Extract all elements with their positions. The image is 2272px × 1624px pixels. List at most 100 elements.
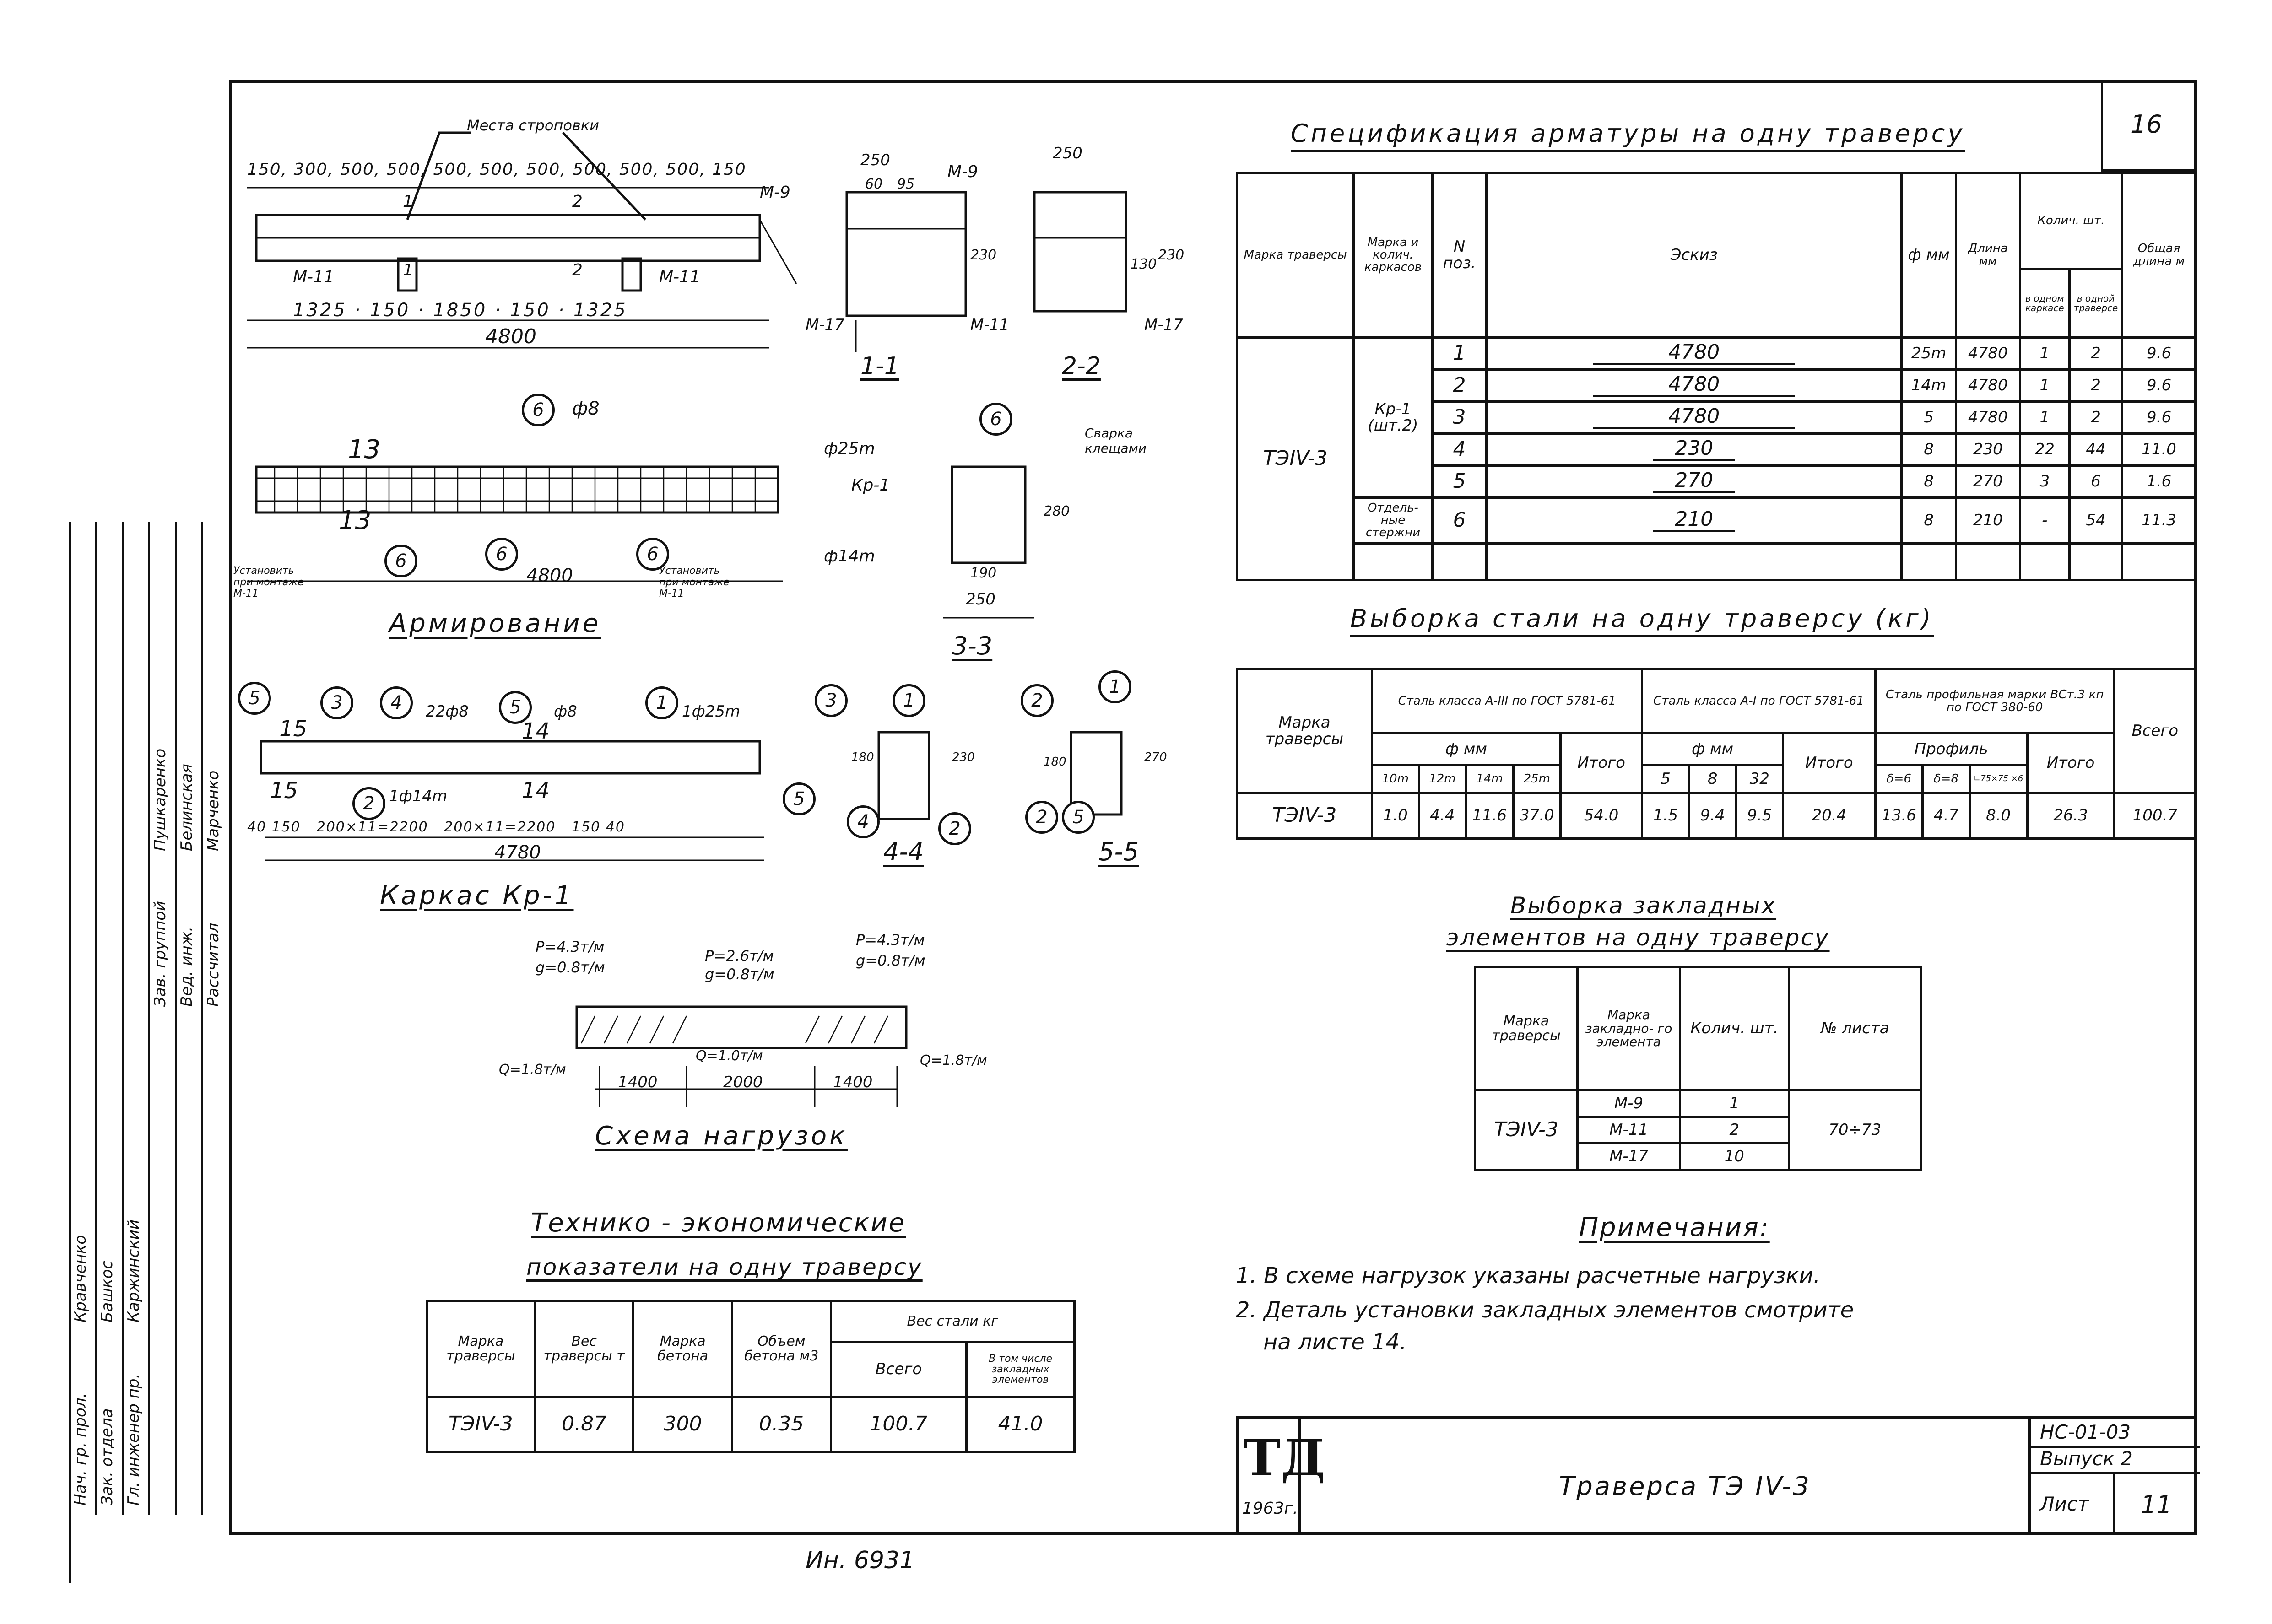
spec-sketch: 230 (1653, 437, 1736, 462)
spec-row: 3 4780 5 4780 1 2 9.6 (1237, 400, 2197, 435)
spec-dia: 5 (1900, 400, 1957, 435)
spec-dia: 8 (1900, 496, 1957, 545)
sec55-pos-5: 5 (1062, 801, 1095, 834)
econ-v: 100.7 (829, 1396, 968, 1453)
sec11-dim: 95 (897, 176, 915, 192)
steel-a3-v: 1.0 (1370, 792, 1420, 840)
spec-row: Отдель- ные стержни 6 210 8 210 - 54 11.… (1237, 496, 2197, 545)
steel-h-a3-d: 14m (1465, 764, 1515, 794)
spec-n2: 2 (2068, 336, 2124, 371)
elev-mark: М-9 (760, 183, 790, 202)
title-code-cell: НС-01-03 (2031, 1419, 2200, 1448)
sec33-label: 3-3 (952, 631, 993, 660)
emb-qty: 10 (1678, 1142, 1790, 1171)
spec-len: 4780 (1954, 368, 2021, 403)
note-3: на листе 14. (1263, 1329, 1407, 1355)
frame-top: 22ф8 (426, 702, 469, 721)
spec-dia: 8 (1900, 432, 1957, 467)
econ-v: 0.87 (533, 1396, 635, 1453)
signature-sidebar: Нач. гр. прол. Зак. отдела Гл. инженер п… (69, 522, 229, 1515)
section-4-4 (877, 731, 930, 820)
load-q-left: Q=1.8т/м (499, 1062, 566, 1078)
sec44-pos-3: 3 (815, 684, 848, 717)
steel-a3-total: 54.0 (1559, 792, 1644, 840)
spec-h-qty: Колич. шт. (2018, 172, 2124, 270)
steel-h-a1-d: 32 (1735, 764, 1784, 794)
emb-h-qty: Колич. шт. (1678, 966, 1790, 1091)
spec-total: 1.6 (2121, 464, 2197, 499)
title-block: ТД 1963г. Траверса ТЭ IV-3 НС-01-03 Выпу… (1236, 1416, 2200, 1535)
sec44-pos-1: 1 (893, 684, 925, 717)
sec44-label: 4-4 (883, 837, 924, 866)
econ-v: 41.0 (965, 1396, 1076, 1453)
steel-prof-total: 26.3 (2026, 792, 2115, 840)
load-scheme-beam (575, 1005, 908, 1049)
spec-h-dia: ф мм (1900, 172, 1957, 339)
spec-h-qty-traverse: в одной траверсе (2068, 268, 2124, 339)
load-p2: Р=2.6т/м (705, 947, 774, 965)
spec-total: 11.3 (2121, 496, 2197, 545)
spec-n1: 1 (2018, 336, 2071, 371)
sec11-mark: М-9 (947, 162, 978, 181)
load-label: Схема нагрузок (595, 1121, 848, 1151)
steel-a1-v: 1.5 (1641, 792, 1690, 840)
sec11-dim: 60 (865, 176, 883, 192)
steel-a1-v: 9.4 (1688, 792, 1737, 840)
load-g3: g=0.8т/м (856, 952, 925, 969)
emb-qty: 2 (1678, 1116, 1790, 1144)
spec-pos: 2 (1431, 368, 1488, 403)
sec55-dim: 270 (1144, 750, 1167, 764)
steel-h-a3-d: 12m (1417, 764, 1467, 794)
sheet-number-top: 16 (2131, 110, 2162, 139)
elev-bottom-dims: 1325 · 150 · 1850 · 150 · 1325 (293, 300, 628, 321)
sec55-dim: 180 (1044, 755, 1066, 769)
load-g2: g=0.8т/м (705, 966, 774, 983)
sec33-dim: 280 (1044, 503, 1070, 519)
spec-len: 4780 (1954, 336, 2021, 371)
elev-mark: 1 (403, 261, 413, 280)
embedded-title-2: элементов на одну траверсу (1446, 924, 1830, 951)
emb-mark: М-17 (1576, 1142, 1681, 1171)
arm-pos-6: 6 (384, 545, 417, 577)
spec-total: 9.6 (2121, 400, 2197, 435)
frame-top: ф8 (554, 702, 577, 721)
spec-total: 9.6 (2121, 368, 2197, 403)
sec44-dim: 230 (952, 750, 975, 764)
sec11-mark: М-17 (806, 316, 844, 334)
steel-h-a1-itogo: Итого (1782, 732, 1877, 794)
frame-pos-1: 1 (645, 686, 678, 719)
arm-note: Установить при монтаже М-11 (233, 565, 304, 599)
arm-label: Армирование (389, 609, 601, 638)
spec-table: Марка траверсы Марка и колич. каркасов N… (1235, 172, 2197, 581)
frame-section: 14 (522, 778, 550, 804)
steel-h-a1-dia: ф мм (1641, 732, 1784, 766)
spec-pos: 1 (1431, 336, 1488, 371)
steel-table: Марка траверсы Сталь класса А-III по ГОС… (1236, 668, 2197, 840)
note-1: 1. В схеме нагрузок указаны расчетные на… (1236, 1263, 1820, 1289)
sec55-label: 5-5 (1098, 837, 1139, 866)
steel-total: 100.7 (2113, 792, 2197, 840)
embedded-title-1: Выборка закладных (1510, 892, 1777, 919)
sec33-bar: ф25m (824, 439, 875, 458)
frame-section: 14 (522, 718, 550, 744)
title-sheet-cell: Лист 11 (2031, 1472, 2200, 1535)
steel-h-prof-itogo: Итого (2026, 732, 2115, 794)
title-right: НС-01-03 Выпуск 2 Лист 11 (2028, 1419, 2202, 1535)
steel-h-prof-c: δ=6 (1874, 764, 1924, 794)
steel-a3-v: 11.6 (1465, 792, 1515, 840)
emb-h-mark: Марка закладно- го элемента (1576, 966, 1681, 1091)
frame-bottom: 1ф14m (389, 787, 448, 805)
reinforcement-cage (255, 465, 779, 514)
spec-dia: 25m (1900, 336, 1957, 371)
sec22-dim: 130 (1131, 256, 1157, 272)
sec22-mark: М-17 (1144, 316, 1183, 334)
sheet-number-box: 16 (2101, 80, 2197, 172)
frame-kr1 (260, 740, 761, 775)
emb-sheets: 70÷73 (1787, 1089, 1923, 1171)
spec-n1: 22 (2018, 432, 2071, 467)
econ-title-2: показатели на одну траверсу (526, 1254, 923, 1280)
spec-len: 4780 (1954, 400, 2021, 435)
steel-h-prof: Сталь профильная марки ВСт.3 кп по ГОСТ … (1874, 668, 2115, 734)
title-logo-cell: ТД 1963г. (1239, 1419, 1325, 1535)
